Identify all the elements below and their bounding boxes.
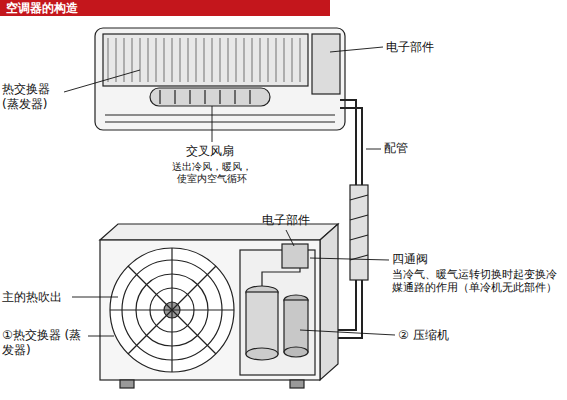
part-label: 四通阀 — [392, 252, 492, 267]
part-note: 送出冷风，暖风，使室内空气循环 — [168, 161, 256, 185]
part-note: 当冷气、暖气运转切换时起变换冷媒通路的作用（单冷机无此部件） — [392, 268, 564, 294]
part-label: 配管 — [384, 141, 464, 156]
page-title: 空调器的构造 — [6, 0, 78, 16]
part-label: 电子部件 — [262, 213, 352, 228]
part-label: ② 压缩机 — [398, 328, 498, 343]
part-label: 交叉风扇 — [186, 144, 286, 159]
part-label: 热交换器 (蒸发器) — [2, 82, 64, 112]
part-label: ①热交换器 (蒸发器) — [2, 328, 88, 358]
part-note: 主的热吹出 — [2, 290, 74, 305]
part-label: 电子部件 — [386, 40, 506, 55]
